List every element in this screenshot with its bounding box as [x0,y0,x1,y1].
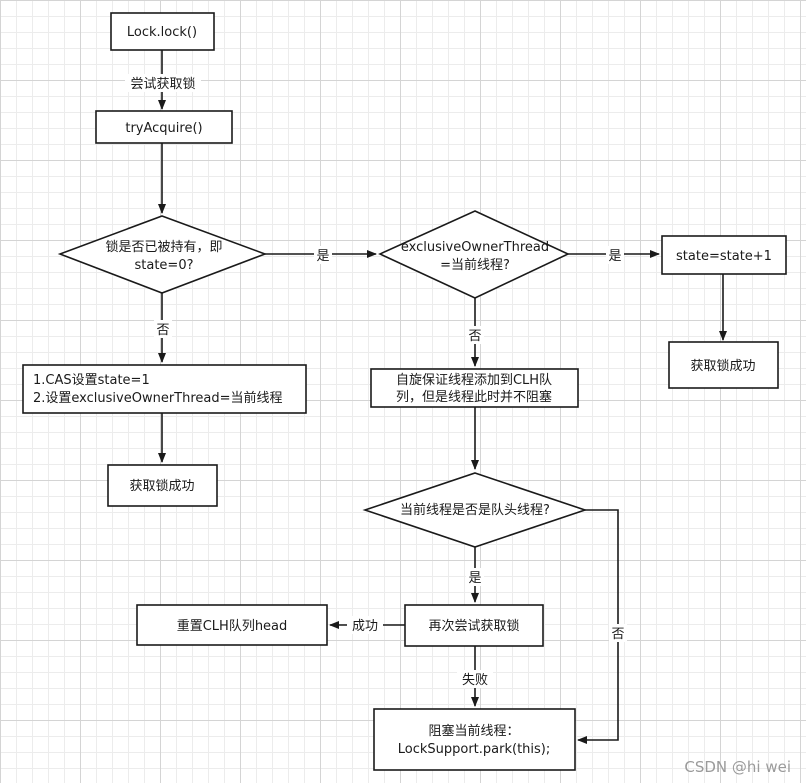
svg-text:tryAcquire(): tryAcquire() [125,121,202,136]
node-held-check: 锁是否已被持有，即 state=0? [57,215,268,294]
svg-text:是: 是 [468,571,481,586]
node-acquired-left: 获取锁成功 [107,464,218,507]
svg-text:是: 是 [608,249,621,264]
svg-text:当前线程是否是队头线程?: 当前线程是否是队头线程? [400,502,550,518]
svg-text:尝试获取锁: 尝试获取锁 [130,76,195,92]
edge-label-owner-no: 否 [466,326,484,344]
svg-text:重置CLH队列head: 重置CLH队列head [177,618,288,634]
owner-check-line-1: exclusiveOwnerThread [401,240,549,255]
svg-text:成功: 成功 [352,619,378,634]
edge-label-held-yes: 是 [314,246,332,264]
edge-label-retry-success: 成功 [347,616,383,634]
node-head-check: 当前线程是否是队头线程? [362,472,588,548]
held-check-line-1: 锁是否已被持有，即 [105,239,222,255]
node-owner-check: exclusiveOwnerThread =当前线程? [378,210,570,299]
node-spin-enqueue: 自旋保证线程添加到CLH队 列，但是线程此时并不阻塞 [370,368,579,408]
cas-set-line-1: 1.CAS设置state=1 [33,373,150,388]
svg-text:否: 否 [468,329,481,344]
owner-check-line-2: =当前线程? [440,257,510,273]
svg-text:获取锁成功: 获取锁成功 [129,478,194,494]
svg-text:再次尝试获取锁: 再次尝试获取锁 [428,618,519,634]
node-lock-call: Lock.lock() [110,12,215,51]
node-try-acquire: tryAcquire() [95,110,233,144]
svg-text:否: 否 [611,627,624,642]
edge-labels: 尝试获取锁 是 是 否 否 是 成功 失败 [125,74,627,688]
cas-set-line-2: 2.设置exclusiveOwnerThread=当前线程 [33,390,283,406]
svg-text:是: 是 [316,249,329,264]
svg-text:Lock.lock(): Lock.lock() [127,25,197,40]
edge-label-owner-yes: 是 [606,246,624,264]
park-thread-line-1: 阻塞当前线程： [428,723,519,739]
node-acquired-right: 获取锁成功 [668,341,779,389]
spin-enqueue-line-2: 列，但是线程此时并不阻塞 [396,389,552,405]
node-state-increment: state=state+1 [661,235,787,275]
park-thread-line-2: LockSupport.park(this); [398,742,551,757]
svg-text:否: 否 [156,323,169,338]
edge-label-head-yes: 是 [466,568,484,586]
edge-label-head-no: 否 [609,624,627,642]
svg-text:state=state+1: state=state+1 [676,249,772,264]
svg-text:失败: 失败 [462,673,488,688]
edge-label-retry-fail: 失败 [457,670,493,688]
watermark: CSDN @hi wei [684,758,791,776]
node-park-thread: 阻塞当前线程： LockSupport.park(this); [373,708,576,771]
node-reset-head: 重置CLH队列head [136,604,328,646]
node-retry-acquire: 再次尝试获取锁 [404,604,544,647]
node-cas-set: 1.CAS设置state=1 2.设置exclusiveOwnerThread=… [22,364,307,414]
svg-text:获取锁成功: 获取锁成功 [690,358,755,374]
edge-label-try-lock: 尝试获取锁 [125,74,201,92]
spin-enqueue-line-1: 自旋保证线程添加到CLH队 [396,373,552,388]
held-check-line-2: state=0? [135,258,194,273]
edge-label-held-no: 否 [154,320,172,338]
